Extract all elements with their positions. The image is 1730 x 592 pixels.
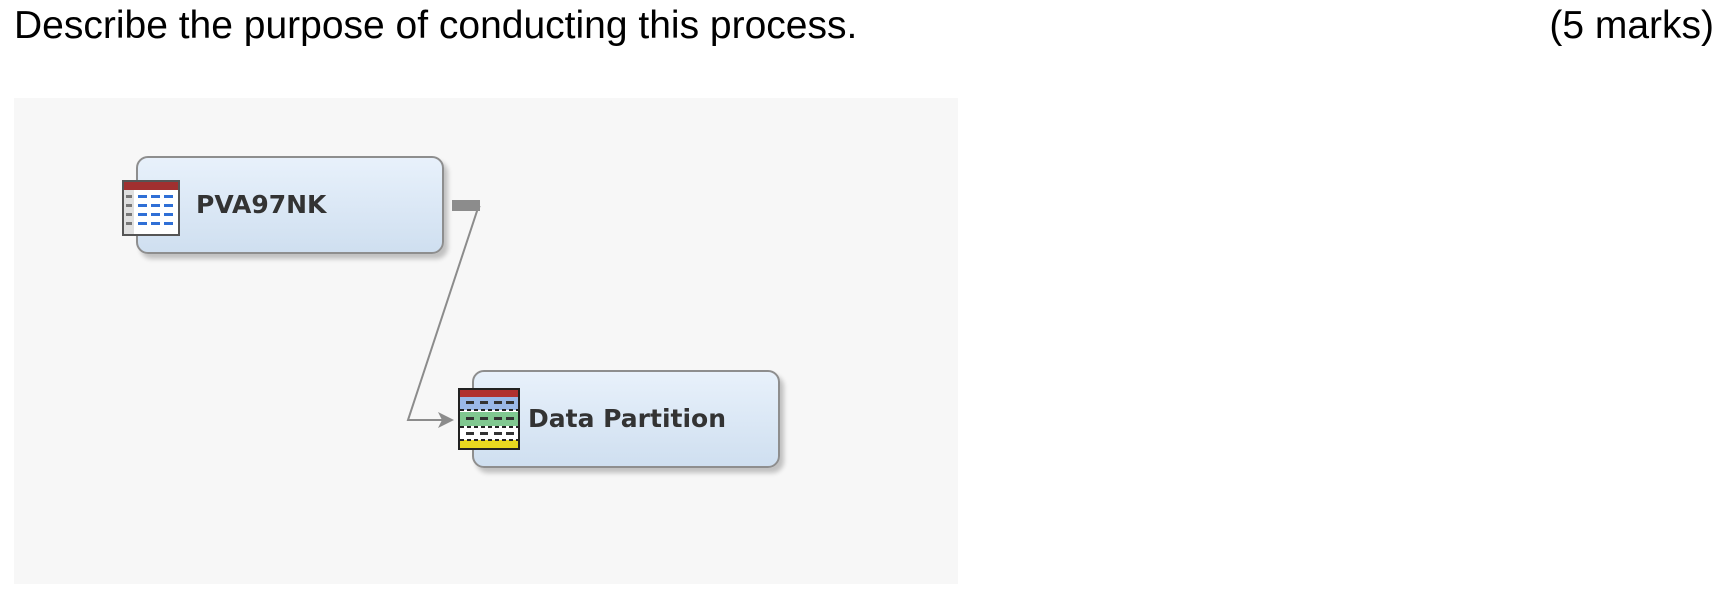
marks-label: (5 marks) [1549, 4, 1714, 47]
connector-arrowhead [438, 412, 454, 428]
process-flow-diagram: PVA97NK Data Partition [14, 98, 958, 584]
node-pva97nk[interactable]: PVA97NK [136, 156, 444, 254]
question-text: Describe the purpose of conducting this … [14, 4, 858, 47]
data-source-table-icon [122, 180, 180, 236]
node-data-partition-label: Data Partition [528, 404, 727, 433]
data-partition-icon [458, 388, 520, 450]
output-port [452, 200, 480, 211]
node-pva97nk-label: PVA97NK [196, 190, 327, 219]
connector-pva97nk-to-data-partition [406, 200, 481, 428]
